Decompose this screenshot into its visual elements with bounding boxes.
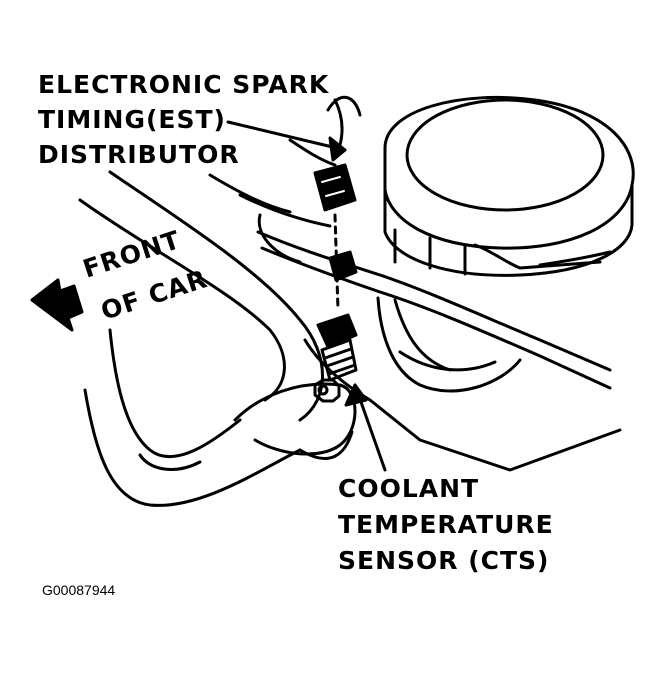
intake-manifold [78, 170, 324, 507]
distributor-cap [383, 96, 635, 277]
manifold-flange [233, 378, 357, 460]
cts-leader-arrow [344, 383, 387, 472]
est-label-line1: ELECTRONIC SPARK [38, 70, 330, 99]
est-leader-arrow [226, 120, 347, 162]
hoses [208, 138, 622, 472]
cts-label-line3: SENSOR (CTS) [338, 546, 550, 575]
alignment-dashes [333, 213, 340, 312]
front-of-car-arrow-icon [30, 278, 84, 332]
cts-label-line2: TEMPERATURE [338, 510, 554, 539]
cts-sensor [316, 250, 358, 382]
cts-label-line1: COOLANT [338, 474, 480, 503]
est-label-line3: DISTRIBUTOR [38, 140, 240, 169]
est-connector [313, 96, 362, 212]
est-label-line2: TIMING(EST) [38, 105, 226, 134]
thermostat-housing [376, 296, 522, 393]
figure-id: G00087944 [42, 582, 116, 598]
